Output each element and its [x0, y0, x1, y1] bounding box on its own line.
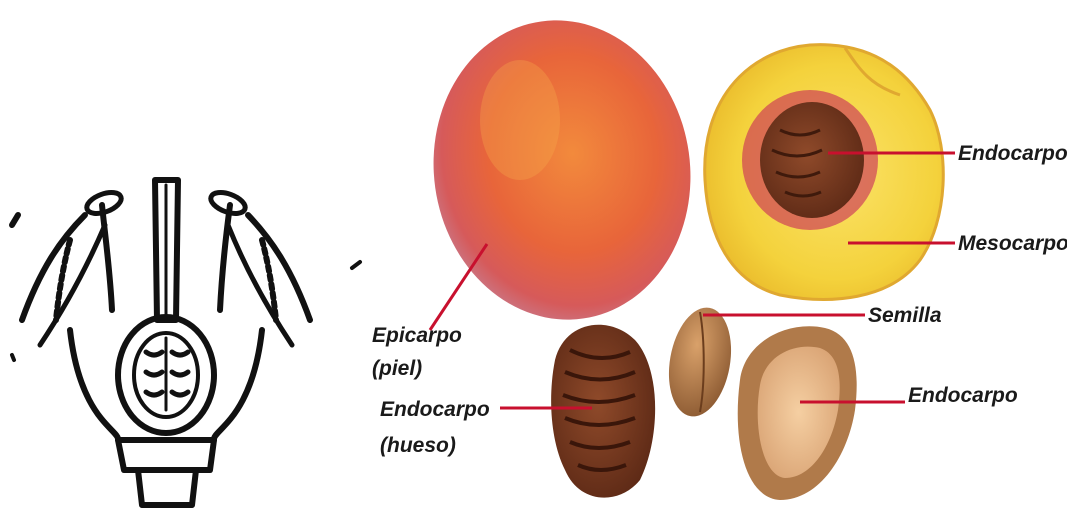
peach-stone	[551, 325, 655, 498]
flower-sketch	[12, 180, 360, 505]
label-endocarp-top: Endocarpo	[958, 142, 1067, 165]
opened-endocarp	[738, 326, 857, 500]
label-epicarp-line2: (piel)	[372, 357, 422, 380]
label-endocarp-stone-line2: (hueso)	[380, 434, 456, 457]
label-seed: Semilla	[868, 304, 942, 327]
halved-peach	[705, 45, 944, 300]
leader-epicarp	[430, 244, 487, 330]
label-epicarp-line1: Epicarpo	[372, 324, 462, 347]
label-mesocarp: Mesocarpo	[958, 232, 1067, 255]
label-endocarp-stone-line1: Endocarpo	[380, 398, 490, 421]
peach-seed	[661, 303, 739, 422]
label-endocarp-open: Endocarpo	[908, 384, 1018, 407]
